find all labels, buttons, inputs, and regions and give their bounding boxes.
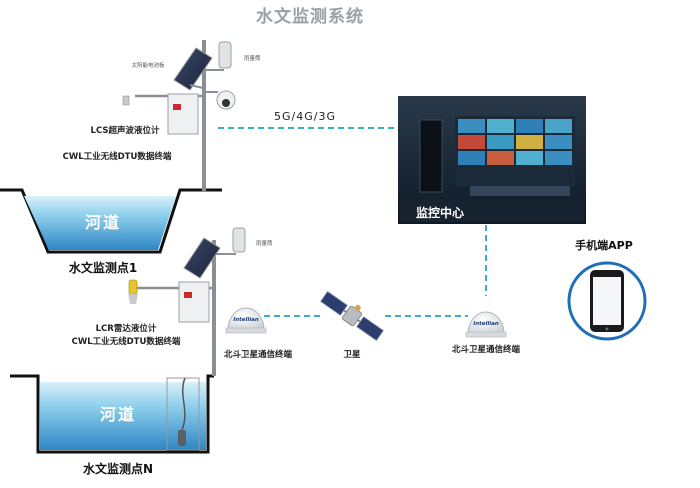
- solar-panel-icon: [173, 47, 213, 91]
- dome-brand-right: Intellian: [473, 321, 499, 327]
- site-n-name: 水文监测点N: [83, 461, 153, 476]
- river-bank-n: [10, 374, 214, 454]
- stilling-well: [166, 377, 200, 451]
- solar-label-1: 太阳能电池板: [131, 61, 165, 69]
- solar-panel-icon: [183, 237, 221, 279]
- monitor-center-label: 监控中心: [416, 205, 464, 220]
- rain-gauge-icon: [232, 227, 246, 253]
- monitor-center: 监控中心: [398, 96, 586, 224]
- satellite: 卫星: [320, 291, 384, 360]
- river-water-n: [40, 382, 206, 450]
- beidou-terminal-left: Intellian 北斗卫星通信终端: [224, 307, 293, 360]
- pole-n: [212, 240, 216, 376]
- rain-label-1: 雨量筒: [244, 54, 261, 62]
- beidou-terminal-right: Intellian 北斗卫星通信终端: [452, 311, 521, 355]
- mobile-app-label: 手机端APP: [575, 238, 633, 252]
- dome-brand-left: Intellian: [233, 317, 259, 323]
- satellite-dome-icon: [467, 311, 505, 335]
- phone-screen: [593, 277, 621, 325]
- satellite-panel-right: [356, 316, 384, 341]
- video-wall: [455, 116, 575, 186]
- submersible-sensor-icon: [178, 430, 186, 446]
- site-1-name: 水文监测点1: [69, 260, 137, 275]
- satellite-panel-left: [320, 291, 348, 316]
- ultrasonic-sensor-icon: [122, 95, 130, 106]
- sensor-label-n: LCR雷达液位计: [96, 323, 157, 334]
- beidou-label-left: 北斗卫星通信终端: [224, 349, 293, 360]
- dtu-label-n: CWL工业无线DTU数据终端: [72, 336, 181, 347]
- river-label-n: 河道: [100, 405, 136, 424]
- dtu-cabinet-n: [178, 281, 210, 323]
- river-label-1: 河道: [85, 213, 121, 232]
- radar-sensor-icon: [128, 279, 138, 295]
- rain-gauge-icon: [218, 41, 232, 69]
- beidou-label-right: 北斗卫星通信终端: [452, 344, 521, 355]
- diagram-title: 水文监测系统: [256, 6, 364, 27]
- sensor-label-1: LCS超声波液位计: [91, 125, 160, 136]
- dtu-label-1: CWL工业无线DTU数据终端: [63, 151, 172, 162]
- satellite-dome-icon: [227, 307, 265, 331]
- network-label: 5G/4G/3G: [274, 110, 336, 123]
- rain-label-n: 雨量筒: [256, 239, 273, 247]
- server-rack: [419, 119, 443, 193]
- pole-1: [202, 40, 206, 192]
- river-bank-1: [0, 188, 222, 254]
- dtu-cabinet-1: [167, 93, 199, 135]
- river-water-1: [24, 196, 176, 250]
- connection-lines: [218, 127, 487, 317]
- mobile-app: 手机端APP: [567, 238, 647, 341]
- console-desk: [470, 186, 570, 196]
- site-n: 河道 水文监测点N 雨量筒 LCR雷达液位计 CWL工业无线DTU数据终端: [10, 227, 273, 476]
- site-1: 河道 水文监测点1 太阳能电池板 雨量筒 LCS超声波液位计 CWL工业无线DT…: [0, 40, 261, 275]
- satellite-label: 卫星: [343, 349, 361, 360]
